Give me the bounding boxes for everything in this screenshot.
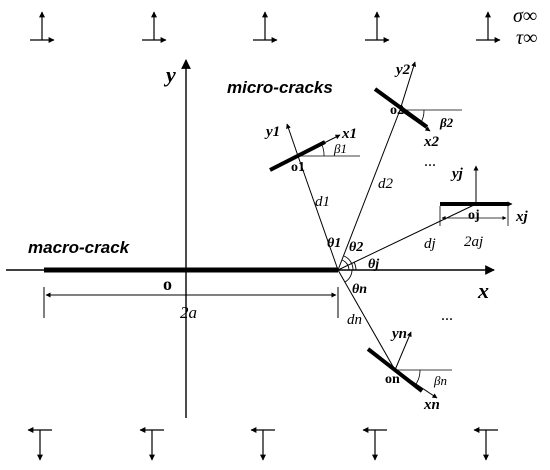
- crack2-beta-label: β2: [439, 115, 454, 130]
- crack1-beta-arc: [321, 144, 325, 157]
- d1-label: d1: [315, 194, 330, 210]
- d1-line: [297, 155, 339, 271]
- dj-line: [337, 203, 477, 271]
- micro-crack-n: on xn yn βn: [366, 326, 452, 413]
- crack1-x-axis: [297, 134, 341, 157]
- micro-crack-j: oj xj yj 2aj: [439, 165, 529, 250]
- dn-line: [337, 269, 396, 371]
- more-cracks-top: ...: [424, 153, 436, 170]
- crackn-x-label: xn: [423, 397, 440, 413]
- stress-arrow-top: [30, 11, 55, 43]
- sigma-inf-label: σ∞: [513, 5, 537, 27]
- stress-arrow-bottom: [139, 427, 164, 461]
- crack2-y-label: y2: [394, 62, 411, 78]
- crack2-origin-label: o2: [390, 103, 404, 118]
- micro-crack-1: o1 x1 y1 β1: [264, 123, 360, 175]
- crackj-x-label: xj: [515, 209, 529, 225]
- distance-lines: [297, 109, 477, 371]
- stress-arrow-top: [142, 11, 167, 43]
- crackn-y-label: yn: [390, 326, 407, 342]
- stress-arrow-bottom: [27, 427, 52, 461]
- crackn-origin-label: on: [385, 372, 400, 387]
- stress-arrow-bottom: [473, 427, 498, 461]
- y-axis-label: y: [163, 62, 176, 87]
- crack2-x-axis: [399, 109, 431, 132]
- crackj-origin-label: oj: [468, 208, 480, 223]
- tau-inf-label: τ∞: [516, 27, 537, 49]
- dim-2a-label: 2a: [180, 303, 197, 322]
- d2-label: d2: [378, 176, 394, 192]
- theta2-label: θ2: [349, 240, 363, 255]
- crack1-x-label: x1: [341, 126, 357, 142]
- dj-label: dj: [424, 236, 436, 252]
- crackn-beta-arc: [415, 369, 421, 385]
- crack2-beta-arc: [419, 109, 425, 125]
- theta1-label: θ1: [327, 236, 341, 251]
- origin-label: o: [163, 274, 172, 294]
- x-axis-label: x: [477, 278, 489, 303]
- thetan-label: θn: [352, 282, 367, 297]
- crack1-y-label: y1: [264, 124, 280, 140]
- crack1-origin-label: o1: [291, 160, 305, 175]
- crack2-y-axis: [399, 61, 417, 111]
- bottom-stress-arrows: [27, 427, 498, 461]
- d2-line: [337, 109, 401, 271]
- stress-arrow-bottom: [250, 427, 275, 461]
- crack2-x-label: x2: [423, 134, 440, 150]
- micro-cracks-label: micro-cracks: [227, 78, 333, 97]
- crack1-y-axis: [286, 123, 299, 157]
- thetaj-label: θj: [368, 257, 379, 272]
- crackj-length-label: 2aj: [464, 234, 483, 250]
- top-stress-arrows: [30, 11, 501, 43]
- stress-arrow-top: [365, 11, 390, 43]
- angle-arcs: [341, 255, 357, 283]
- macro-crack-label: macro-crack: [28, 238, 131, 257]
- more-cracks-bottom: ...: [441, 307, 453, 324]
- dn-label: dn: [347, 312, 362, 328]
- stress-arrow-top: [253, 11, 278, 43]
- crackj-y-label: yj: [450, 166, 464, 182]
- crackn-y-axis: [394, 331, 412, 371]
- stress-arrow-top: [476, 11, 501, 43]
- crackn-beta-label: βn: [433, 373, 447, 388]
- micro-crack-2: o2 x2 y2 β2: [373, 61, 462, 150]
- crack1-beta-label: β1: [333, 141, 347, 156]
- stress-arrow-bottom: [362, 427, 387, 461]
